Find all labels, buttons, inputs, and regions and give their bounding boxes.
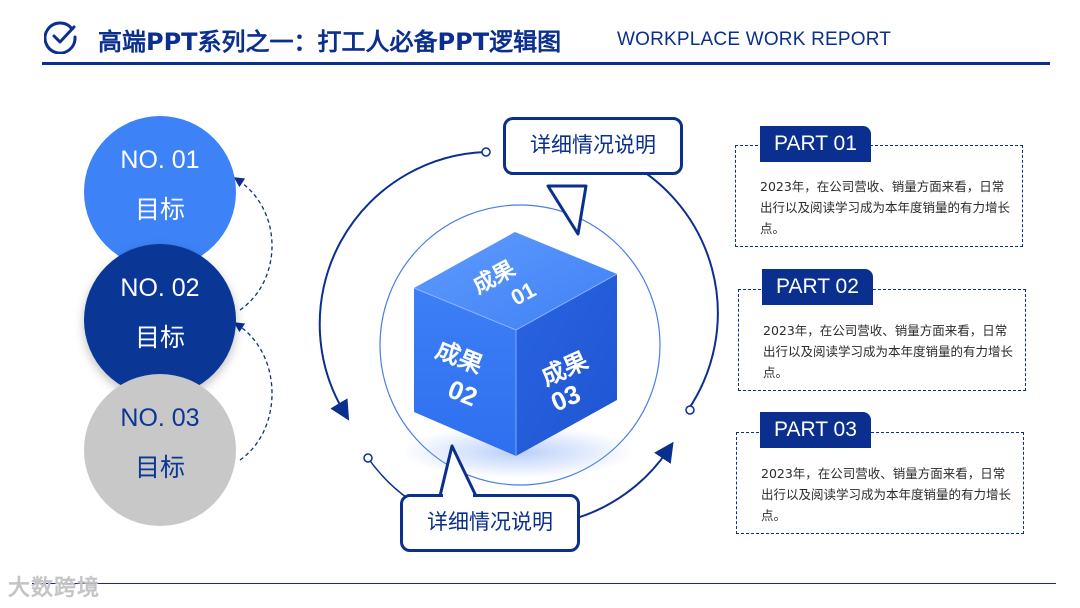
part-description: 2023年，在公司营收、销量方面来看，日常出行以及阅读学习成为本年度销量的有力增…: [763, 323, 1014, 380]
detail-bubble-bottom: 详细情况说明: [400, 494, 580, 552]
goal-number: NO. 03: [120, 404, 200, 432]
part-card-3: 2023年，在公司营收、销量方面来看，日常出行以及阅读学习成为本年度销量的有力增…: [736, 432, 1024, 534]
goal-number: NO. 02: [120, 274, 200, 302]
goal-connectors: [233, 177, 273, 461]
detail-bubble-top: 详细情况说明: [503, 117, 683, 175]
goal-label: 目标: [134, 323, 185, 352]
cube-diagram: 成果 01 成果 02 成果 03: [318, 147, 719, 521]
part-tag-1: PART 01: [760, 126, 871, 162]
part-tag-2: PART 02: [762, 269, 873, 305]
goal-circle-2: NO. 02 目标: [84, 244, 236, 396]
bubble-tail-joint: [443, 493, 473, 499]
part-description: 2023年，在公司营收、销量方面来看，日常出行以及阅读学习成为本年度销量的有力增…: [761, 466, 1012, 523]
footer-divider: [32, 583, 1056, 584]
part-tag-3: PART 03: [760, 412, 871, 448]
part-description: 2023年，在公司营收、销量方面来看，日常出行以及阅读学习成为本年度销量的有力增…: [760, 179, 1011, 236]
watermark: 大数跨境: [8, 576, 101, 601]
part-card-2: 2023年，在公司营收、销量方面来看，日常出行以及阅读学习成为本年度销量的有力增…: [738, 289, 1026, 391]
part-card-1: 2023年，在公司营收、销量方面来看，日常出行以及阅读学习成为本年度销量的有力增…: [735, 145, 1023, 247]
goal-circle-3: NO. 03 目标: [84, 374, 236, 526]
check-circle-icon: [44, 21, 77, 54]
page-title: 高端PPT系列之一：打工人必备PPT逻辑图: [98, 28, 562, 56]
goal-label: 目标: [134, 195, 185, 224]
goal-label: 目标: [134, 453, 185, 482]
header-divider: [42, 62, 1050, 65]
goal-circle-1: NO. 01 目标: [84, 116, 236, 268]
goal-number: NO. 01: [120, 146, 200, 174]
page-subtitle: WORKPLACE WORK REPORT: [617, 29, 892, 50]
bubble-tail-joint: [551, 166, 583, 172]
